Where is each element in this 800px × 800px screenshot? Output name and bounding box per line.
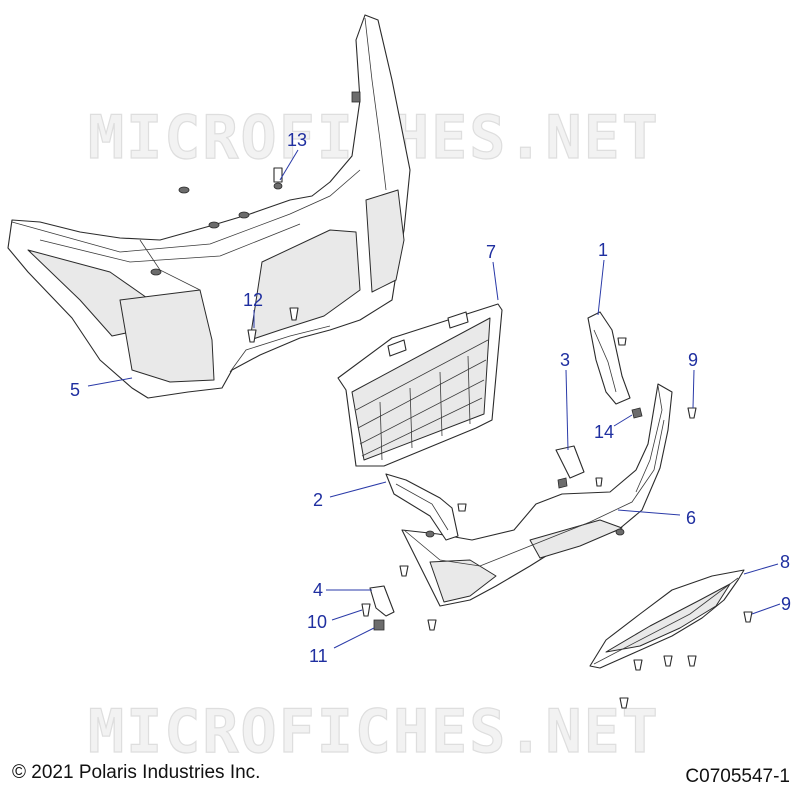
callout-8: 8 (780, 552, 790, 572)
figure-id: C0705547-1 (685, 766, 790, 787)
callout-13: 13 (287, 130, 307, 150)
callout-12: 12 (243, 290, 263, 310)
leader-lines (87, 149, 781, 649)
part-1-bracket (587, 311, 631, 405)
callout-9-lower: 9 (781, 594, 791, 614)
part-4-bracket (361, 565, 437, 631)
part-7-grille (337, 303, 503, 467)
copyright-notice: © 2021 Polaris Industries Inc. (12, 762, 261, 783)
part-2-bracket (385, 473, 467, 541)
fastener-12 (247, 307, 299, 343)
callout-5: 5 (70, 380, 80, 400)
callout-4: 4 (313, 580, 323, 600)
callout-9-upper: 9 (688, 350, 698, 370)
part-5-front-frame (7, 14, 411, 399)
part-3-bracket (555, 445, 585, 489)
part-14-nut (631, 407, 643, 419)
callout-14: 14 (594, 422, 614, 442)
fastener-13 (273, 167, 283, 183)
callout-labels: 13 12 5 7 1 3 9 14 2 6 4 10 11 8 9 (70, 130, 791, 666)
callout-2: 2 (313, 490, 323, 510)
callout-7: 7 (486, 242, 496, 262)
part-6-lower-fascia (401, 383, 673, 607)
callout-3: 3 (560, 350, 570, 370)
callout-1: 1 (598, 240, 608, 260)
callout-11: 11 (309, 646, 328, 666)
part-8-skid-plate (589, 569, 753, 709)
watermark-bottom: MICROFICHES.NET (88, 697, 660, 767)
callout-10: 10 (307, 612, 327, 632)
callout-6: 6 (686, 508, 696, 528)
